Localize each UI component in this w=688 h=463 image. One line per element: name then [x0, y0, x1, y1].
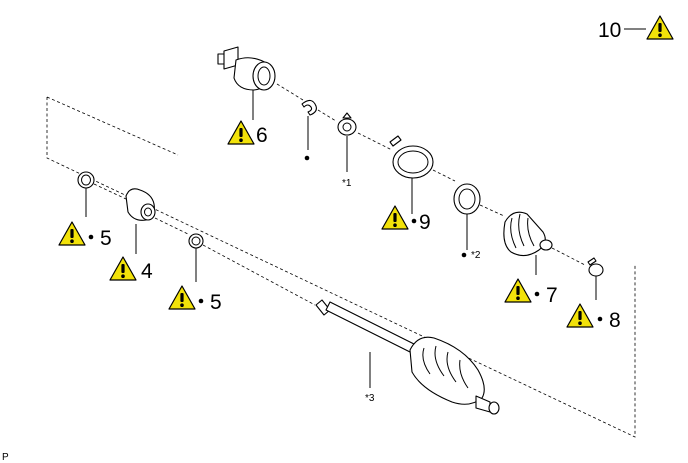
boot-band-large: [389, 135, 434, 179]
caution-triangle-icon: [109, 256, 137, 281]
non-reusable-dot-icon: [411, 218, 417, 224]
corner-mark: P: [2, 452, 9, 463]
snap-ring-outer-left: [77, 171, 95, 189]
note-shaft: *3: [365, 393, 375, 404]
callout-assembly: 10: [598, 19, 621, 42]
non-reusable-dot-icon: [461, 252, 467, 258]
inner-boot: [503, 211, 553, 257]
caution-triangle-icon: [381, 205, 409, 230]
caution-triangle-icon: [566, 303, 594, 328]
callout-boot-band-large: 9: [419, 211, 431, 234]
tripod-ring: [337, 112, 357, 136]
caution-triangle-icon: [168, 285, 196, 310]
callout-snap-ring-2: 5: [210, 291, 222, 314]
callout-tripod-joint: 4: [141, 260, 153, 283]
caution-triangle-icon: [58, 221, 86, 246]
caution-triangle-icon: [646, 15, 674, 40]
note-tripod-ring: *1: [342, 178, 352, 189]
dash-band-to-boot: [432, 169, 456, 182]
note-dust-boot: *2: [471, 250, 481, 261]
tripod-joint: [125, 188, 156, 221]
snap-ring-outer-right: [188, 233, 204, 249]
non-reusable-dot-icon: [534, 291, 540, 297]
non-reusable-dot-icon: [88, 234, 94, 240]
caution-triangle-icon: [504, 278, 532, 303]
non-reusable-dot-icon: [304, 155, 310, 161]
dust-boot-disc: [453, 183, 481, 215]
dash-tripod-to-band: [357, 132, 393, 151]
callout-boot-band-small: 8: [609, 309, 621, 332]
callout-inner-boot: 7: [546, 284, 558, 307]
inner-joint-outer-race: [217, 46, 276, 91]
dash-ring-to-tripod: [317, 109, 337, 122]
boot-band-small: [587, 257, 604, 277]
dash-ring-to-shaft: [202, 244, 316, 306]
dash-tripod-joint-to-ring: [154, 217, 189, 235]
callout-snap-ring-1: 5: [100, 227, 112, 250]
drive-shaft: [315, 299, 500, 415]
dash-joint-to-ring: [276, 83, 304, 101]
caution-triangle-icon: [227, 120, 255, 145]
dash-dust-to-boot: [479, 204, 505, 217]
boundary-dashed-frame: [46, 96, 636, 438]
dash-boot-to-clamp: [551, 247, 586, 266]
snap-ring-inner: [301, 99, 317, 116]
non-reusable-dot-icon: [198, 298, 204, 304]
callout-inner-joint: 6: [256, 124, 268, 147]
dash-ring-to-tripod-joint: [93, 183, 127, 200]
non-reusable-dot-icon: [597, 316, 603, 322]
